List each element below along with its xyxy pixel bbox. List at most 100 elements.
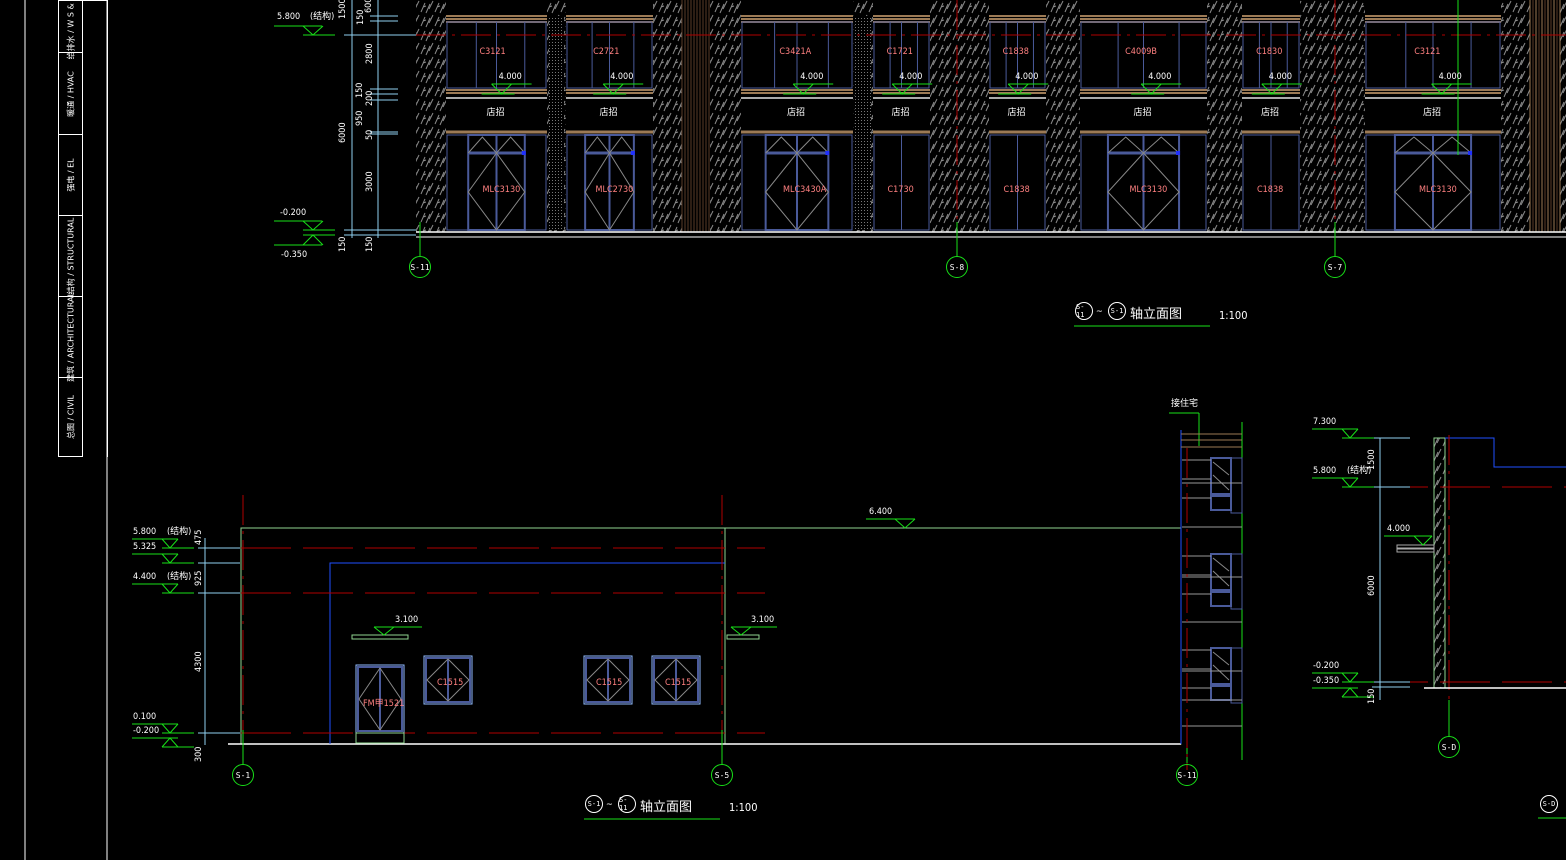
canopy [726, 634, 760, 640]
level-note: (结构) [1347, 466, 1372, 476]
window-label: C1838 [1257, 185, 1284, 195]
level-label: 5.800 [133, 527, 157, 537]
shop-sign-label: 店招 [1133, 108, 1152, 118]
canopy-level-label: 3.100 [395, 615, 419, 625]
dimension-label: 4300 [194, 651, 204, 672]
dimension-label: 475 [194, 529, 204, 545]
shopfront-bay [566, 0, 653, 232]
level-label: -0.200 [133, 726, 160, 736]
axis-marker-s11[interactable]: S-11 [409, 256, 431, 278]
level-label: 5.325 [133, 542, 157, 552]
dimension-label: 1500 [1367, 449, 1377, 470]
elevation-title: 轴立面图 [1130, 307, 1183, 322]
canopy [351, 634, 409, 640]
level-label: 4.000 [1438, 72, 1462, 82]
roof-level-label: 6.400 [869, 507, 893, 517]
axis-ref-to: S-1 [1108, 302, 1126, 320]
dimension-label: 950 [355, 110, 365, 126]
axis-marker-s7[interactable]: S-7 [1324, 256, 1346, 278]
window-label: C3121 [1414, 47, 1441, 57]
window [583, 655, 633, 705]
window-label: C2721 [593, 47, 620, 57]
scale-label: 1:100 [1219, 309, 1248, 322]
shopfront-bay [873, 0, 933, 232]
dimension-label: 6000 [338, 122, 348, 143]
dimension-label: 150 [338, 236, 348, 252]
axis-ref-from: S-1 [585, 795, 603, 813]
sidebar-item-ws: 给排水 / W S & D [59, 0, 83, 59]
level-label: 4.000 [1015, 72, 1039, 82]
sidebar-item-structural: 结构 / STRUCTURAL [59, 216, 83, 297]
window-label: C1515 [665, 678, 692, 688]
top-elevation [274, 0, 1566, 327]
window [423, 655, 473, 705]
level-label: 4.000 [1148, 72, 1172, 82]
dimension-label: 150 [1367, 688, 1377, 704]
axis-marker-sd[interactable]: S-D [1438, 736, 1460, 758]
sidebar-item-el: 强电 / EL [59, 135, 83, 216]
level-label: -0.200 [1313, 661, 1340, 671]
sidebar-item-hvac: 暖通 / HVAC [59, 53, 83, 135]
window-label: C1730 [887, 185, 914, 195]
level-label: 4.000 [1268, 72, 1292, 82]
window [651, 655, 701, 705]
level-label: 4.000 [800, 72, 824, 82]
axis-marker-s1[interactable]: S-1 [232, 764, 254, 786]
shopfront-bay [741, 0, 853, 232]
window-label: C1515 [596, 678, 623, 688]
window-label: C1721 [886, 47, 913, 57]
dimension-label: 1500 [338, 0, 348, 19]
pilaster [549, 16, 564, 230]
shopfront-bay [446, 0, 547, 232]
adjacent-building-label: 接住宅 [1171, 399, 1199, 409]
window-label: C1830 [1256, 47, 1283, 57]
level-label: 4.000 [498, 72, 522, 82]
door-label: MLC2730 [595, 185, 634, 195]
axis-marker-s11-b[interactable]: S-11 [1176, 764, 1198, 786]
elevation-title: 轴立面图 [640, 800, 693, 815]
scale-label: 1:100 [729, 801, 758, 814]
canopy-level-label: 3.100 [751, 615, 775, 625]
axis-marker-s5[interactable]: S-5 [711, 764, 733, 786]
level-note: (结构) [167, 572, 192, 582]
shopfront-bay [1242, 0, 1302, 232]
sidebar-item-architectural: 建筑 / ARCHITECTURAL [59, 292, 83, 382]
shop-sign-label: 店招 [599, 108, 618, 118]
window-label: C1838 [1003, 185, 1030, 195]
dimension-label: 6000 [1367, 575, 1377, 596]
range-tilde: ~ [1096, 307, 1103, 317]
dimension-label: 150 [356, 9, 366, 25]
window-label: C1838 [1002, 47, 1029, 57]
level-note: (结构) [167, 527, 192, 537]
dimension-label: 200 [365, 90, 375, 106]
level-label: 0.100 [133, 712, 157, 722]
door-label: MLC3130 [482, 185, 521, 195]
dimension-label: 600 [364, 0, 374, 13]
door-label: MLC3430A [783, 185, 827, 195]
range-tilde: ~ [606, 800, 613, 810]
level-label: 4.000 [1387, 524, 1411, 534]
level-label: 7.300 [1313, 417, 1337, 427]
wall-section [1433, 437, 1446, 689]
door-label: MLC3130 [1419, 185, 1457, 195]
window-label: C3421A [779, 47, 812, 57]
axis-marker-s8[interactable]: S-8 [946, 256, 968, 278]
parapet-outline [329, 562, 725, 744]
axis-ref-from: S-D [1540, 795, 1558, 813]
bottom-elevation [132, 412, 1243, 820]
door [355, 664, 405, 744]
dimension-label: 925 [194, 570, 204, 586]
level-note: (结构) [310, 12, 335, 22]
level-label: -0.200 [280, 208, 307, 218]
axis-ref-from: S-11 [1075, 302, 1093, 320]
level-marker [274, 220, 335, 246]
dimension-label: 50 [365, 129, 375, 140]
dimension-label: 2800 [365, 43, 375, 64]
shop-sign-label: 店招 [1007, 108, 1026, 118]
level-label: 5.800 [1313, 466, 1337, 476]
shopfront-bay [989, 0, 1049, 232]
door-label: FM甲1521 [363, 699, 405, 709]
dimension-label: 3000 [365, 171, 375, 192]
sidebar-item-civil: 总图 / CIVIL [59, 378, 83, 457]
